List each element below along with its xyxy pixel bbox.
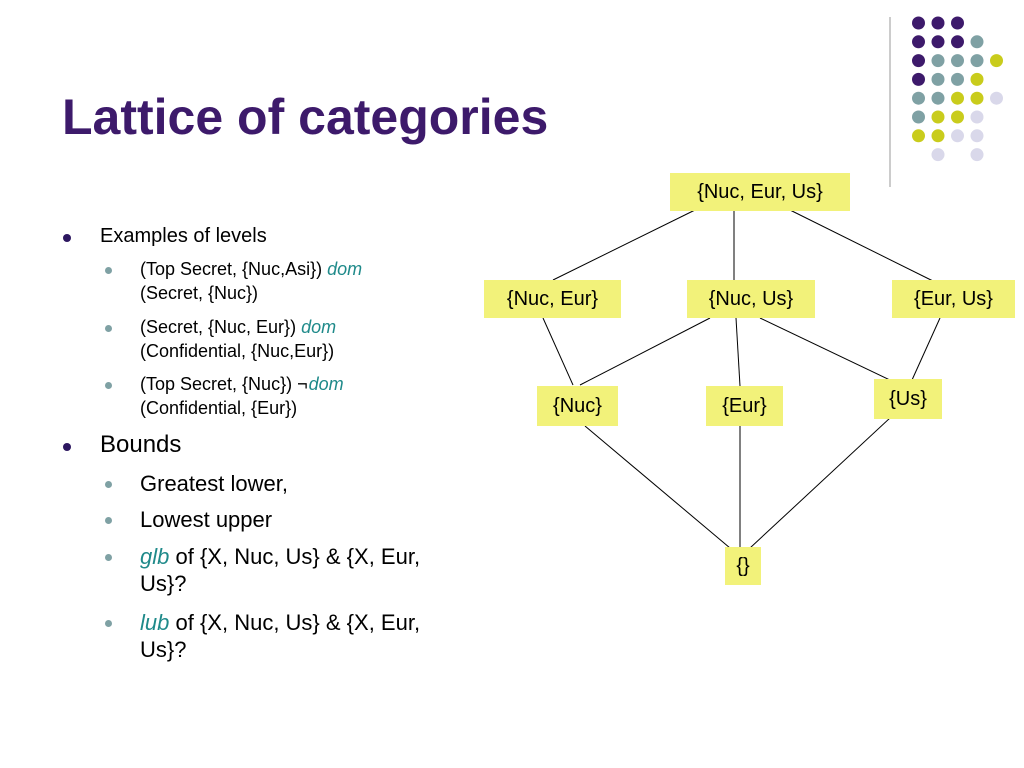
bounds-item-lub: lub of {X, Nuc, Us} & {X, Eur, [104,610,421,635]
lub-keyword: lub [140,610,170,635]
decorative-dot [931,91,945,105]
example-item-3: (Top Secret, {Nuc}) ¬dom [105,374,344,394]
not-dom-keyword: ¬dom [297,374,344,394]
bounds-item-lub-cont: Us}? [140,637,187,662]
node-eur-us: {Eur, Us} [892,280,1015,318]
node-empty-set: {} [725,547,761,585]
negation-symbol: ¬ [297,374,308,394]
decorative-dot [970,72,984,86]
decorative-dot [990,54,1003,68]
decorative-dot [951,35,964,49]
bounds-item-1: Greatest lower, [105,471,288,496]
dom-keyword: dom [327,259,363,279]
decorative-dot [951,72,964,86]
node-nuc-us: {Nuc, Us} [687,280,815,318]
decorative-dot-grid [889,16,1003,187]
bounds-item-2: Lowest upper [104,507,273,532]
decorative-dot [931,72,945,86]
decorative-dot [931,16,945,30]
decorative-dot [931,54,945,68]
decorative-dot [912,72,925,86]
node-nuc-eur-us: {Nuc, Eur, Us} [670,173,850,211]
node-nuc-eur: {Nuc, Eur} [484,280,621,318]
decorative-dot [912,110,925,124]
decorative-dot [990,91,1003,105]
edge-nuc-eur-nuc [542,317,574,386]
glb-keyword: glb [140,544,170,569]
decorative-dot [931,110,945,124]
edge-nuc-us-us [759,317,891,381]
edge-nuc-us-nuc [579,317,711,386]
example-item-2: (Secret, {Nuc, Eur}) dom [104,317,337,337]
decorative-dot [970,110,984,124]
decorative-dot [970,148,984,162]
bullet-bounds: Bounds [62,431,182,458]
decorative-dot [912,54,925,68]
decorative-dot [951,54,964,68]
edge-nuc-us-eur [735,317,741,387]
bounds-item-glb: glb of {X, Nuc, Us} & {X, Eur, [104,544,421,569]
decorative-dot [970,91,984,105]
decorative-dot [912,129,925,143]
decorative-dot [951,110,964,124]
edge-nuc-bottom [584,425,731,549]
decorative-dot [951,16,964,30]
decorative-dot [931,129,945,143]
decorative-dot [951,91,964,105]
decorative-dot [931,35,945,49]
bounds-item-glb-cont: Us}? [140,571,187,596]
bullet-examples: Examples of levels [63,225,267,247]
example-item-3-cont: (Confidential, {Eur}) [140,398,298,418]
edge-us-bottom [749,417,891,549]
example-item-1-cont: (Secret, {Nuc}) [140,283,259,303]
decorative-dot [970,129,984,143]
node-eur: {Eur} [706,386,783,426]
example-item-2-cont: (Confidential, {Nuc,Eur}) [140,341,335,361]
example-item-1: (Top Secret, {Nuc,Asi}) dom [104,259,363,279]
decorative-dot [970,54,984,68]
node-nuc: {Nuc} [537,386,618,426]
decorative-dot [912,91,925,105]
dom-keyword: dom [301,317,337,337]
edge-eur-us-us [911,317,941,381]
decorative-dot [912,35,925,49]
decorative-dot [931,148,945,162]
edge-top-nuc-eur [552,209,696,281]
slide-title: Lattice of categories [62,89,549,145]
node-us: {Us} [874,379,942,419]
edge-top-eur-us [789,209,936,283]
decorative-dot [912,16,925,30]
decorative-dot [951,129,964,143]
decorative-dot [970,35,984,49]
